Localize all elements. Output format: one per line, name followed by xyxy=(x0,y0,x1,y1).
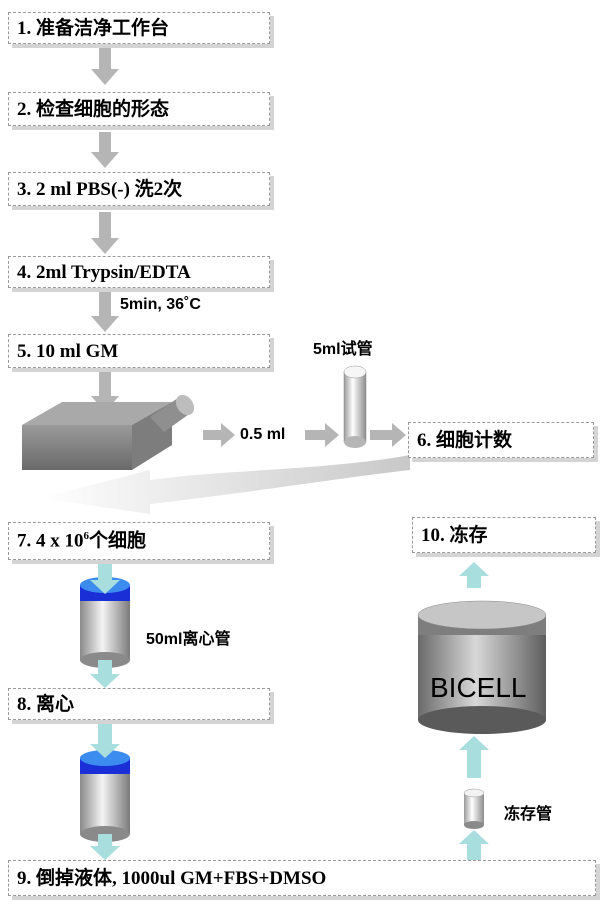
step-7-text: 7. 4 x 106个细胞 xyxy=(17,530,147,552)
cyan-up-arrow-icon xyxy=(459,562,489,588)
step-7-suffix: 个细胞 xyxy=(89,530,147,552)
step-8-box: 8. 离心 xyxy=(8,688,270,720)
step-2-box: 2. 检查细胞的形态 xyxy=(8,92,270,126)
centrifuge-tube-icon xyxy=(80,750,130,842)
step-9-text: 9. 倒掉液体, 1000ul GM+FBS+DMSO xyxy=(17,867,327,889)
cyan-down-arrow-icon xyxy=(90,834,120,860)
down-arrow-icon xyxy=(91,212,119,254)
test-tube-5ml-icon xyxy=(343,365,367,448)
incubation-label: 5min, 36˚C xyxy=(120,296,201,313)
right-arrow-icon xyxy=(370,423,406,447)
step-6-text: 6. 细胞计数 xyxy=(417,429,513,451)
cyan-down-arrow-icon xyxy=(90,722,120,758)
step-10-text: 10. 冻存 xyxy=(421,524,488,546)
down-arrow-icon xyxy=(91,132,119,168)
step-5-text: 5. 10 ml GM xyxy=(17,340,119,362)
step-5-box: 5. 10 ml GM xyxy=(8,334,270,368)
down-arrow-icon xyxy=(91,292,119,332)
step-1-text: 1. 准备洁净工作台 xyxy=(17,17,170,39)
step-3-text: 3. 2 ml PBS(-) 洗2次 xyxy=(17,178,183,200)
step-3-box: 3. 2 ml PBS(-) 洗2次 xyxy=(8,172,270,206)
step-10-box: 10. 冻存 xyxy=(412,517,596,553)
volume-label: 0.5 ml xyxy=(240,426,286,443)
step-7-prefix: 7. 4 x 10 xyxy=(17,530,84,552)
step-6-box: 6. 细胞计数 xyxy=(408,422,594,458)
step-2-text: 2. 检查细胞的形态 xyxy=(17,98,170,120)
cryotube-icon xyxy=(463,788,485,829)
tube-50ml-label: 50ml离心管 xyxy=(146,631,231,648)
right-arrow-icon xyxy=(305,423,339,447)
step-8-text: 8. 离心 xyxy=(17,693,75,715)
step-4-text: 4. 2ml Trypsin/EDTA xyxy=(17,261,191,283)
down-arrow-icon xyxy=(91,47,119,85)
bicell-container-icon xyxy=(417,600,547,734)
step-4-box: 4. 2ml Trypsin/EDTA xyxy=(8,256,270,288)
step-7-box: 7. 4 x 106个细胞 xyxy=(8,522,270,560)
cyan-up-arrow-icon xyxy=(459,736,489,778)
cyan-down-arrow-icon xyxy=(90,660,120,688)
step-9-box: 9. 倒掉液体, 1000ul GM+FBS+DMSO xyxy=(8,860,596,896)
culture-flask-icon xyxy=(22,394,195,470)
cryotube-label: 冻存管 xyxy=(504,806,553,823)
return-sweep-arrow-icon xyxy=(40,455,410,514)
tube-5ml-label: 5ml试管 xyxy=(313,341,373,358)
cyan-down-arrow-icon xyxy=(90,562,120,594)
step-1-box: 1. 准备洁净工作台 xyxy=(8,12,270,44)
right-arrow-icon xyxy=(203,423,235,447)
cyan-up-arrow-icon xyxy=(459,830,489,862)
bicell-label: BICELL xyxy=(430,672,527,703)
step-7-exponent: 6 xyxy=(83,530,90,543)
